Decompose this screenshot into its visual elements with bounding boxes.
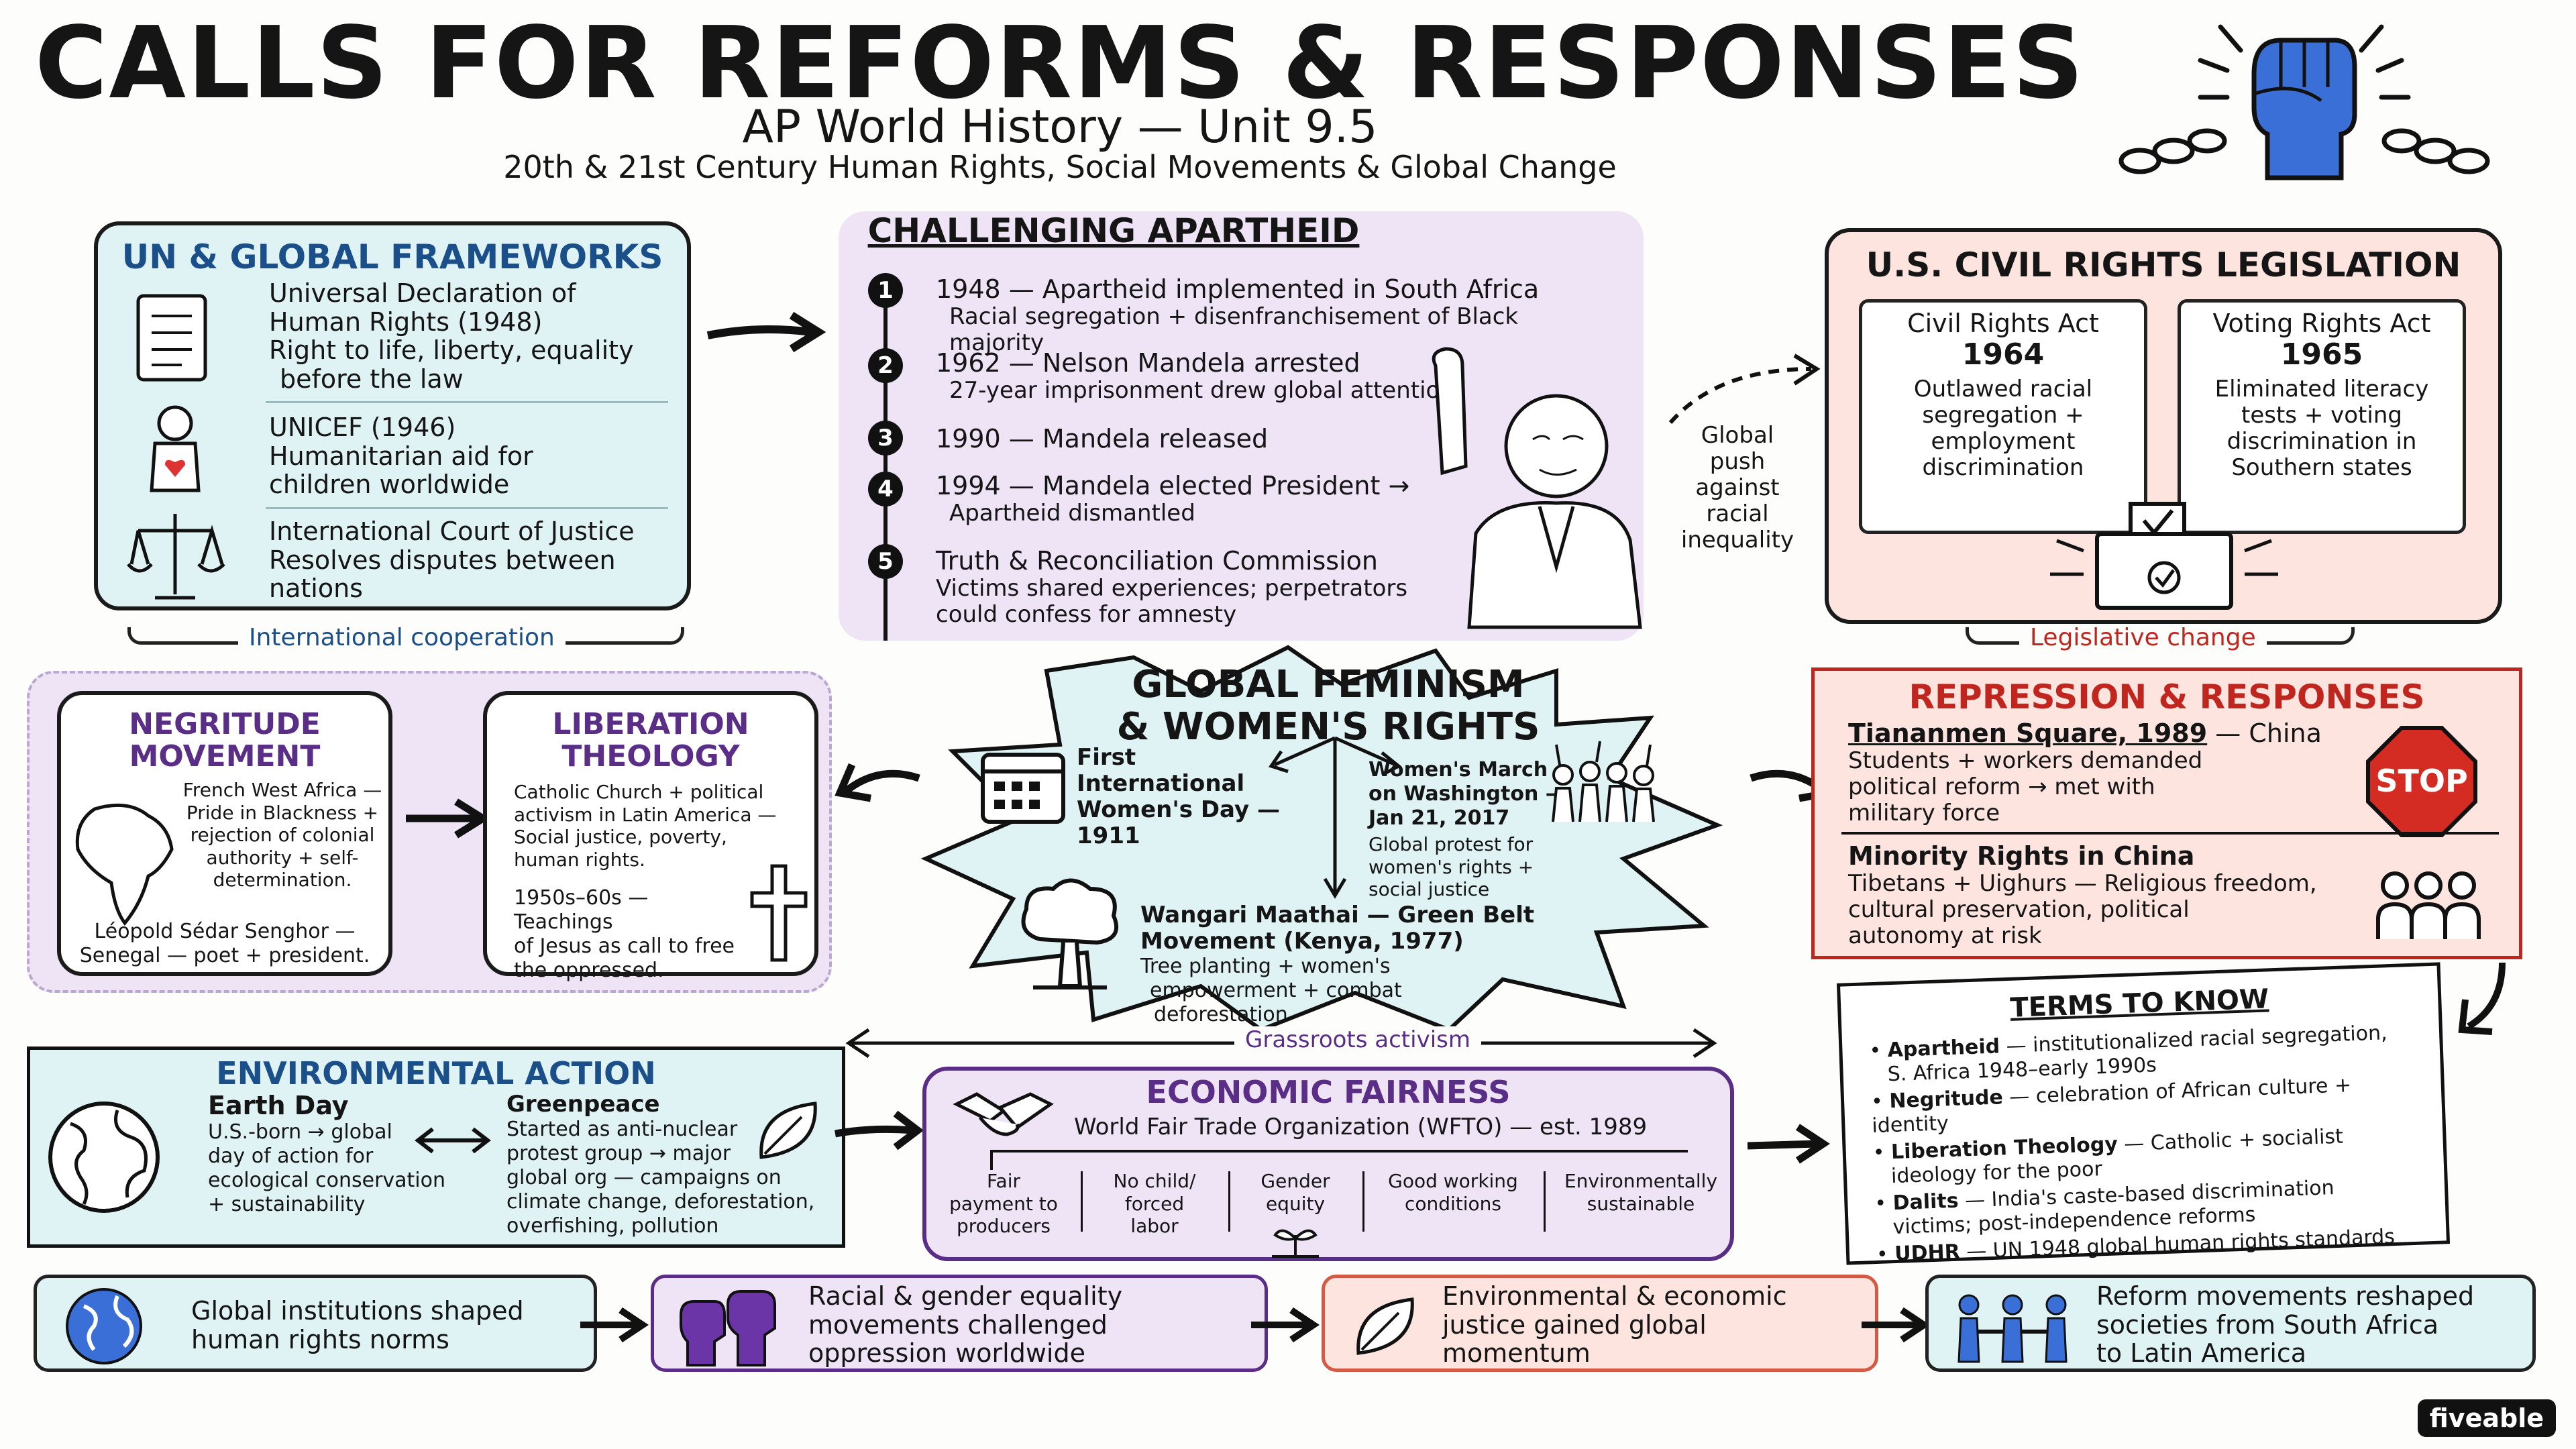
arrow-left-icon — [835, 763, 920, 802]
child-heart-icon — [150, 405, 201, 492]
africa-map-icon — [75, 803, 174, 926]
globe-icon — [66, 1288, 142, 1364]
env-title: ENVIRONMENTAL ACTION — [216, 1055, 656, 1091]
cross-icon — [750, 864, 808, 962]
protest-crowd-icon — [1552, 741, 1655, 822]
econ-title: ECONOMIC FAIRNESS — [1146, 1074, 1511, 1110]
repression-title: REPRESSION & RESPONSES — [1909, 678, 2425, 716]
calendar-icon — [981, 753, 1065, 824]
terms-title: TERMS TO KNOW — [2009, 983, 2269, 1024]
civil-rights-panel: U.S. CIVIL RIGHTS LEGISLATION Civil Righ… — [1825, 228, 2502, 624]
repression-panel: REPRESSION & RESPONSES Tiananmen Square,… — [1811, 667, 2522, 959]
stop-sign-icon: STOP — [2366, 726, 2477, 837]
terms-list: • Apartheid — institutionalized racial s… — [1868, 1021, 2396, 1267]
globe-icon — [48, 1102, 160, 1213]
mandela-portrait-icon — [1432, 347, 1642, 629]
economic-fairness-panel: ECONOMIC FAIRNESS World Fair Trade Organ… — [922, 1067, 1734, 1261]
leaf-icon — [1356, 1297, 1414, 1355]
arrow-right-icon — [1251, 1307, 1320, 1343]
arrows-split-icon — [1269, 736, 1402, 899]
scroll-document-icon — [136, 294, 207, 382]
tree-icon — [1021, 878, 1118, 989]
timeline-event-1994: 1994 — Mandela elected President →Aparth… — [936, 471, 1410, 527]
arrow-right-icon — [580, 1307, 649, 1343]
dashed-arrow-icon — [1668, 354, 1821, 424]
minority-rights-entry: Minority Rights in China Tibetans + Uigh… — [1848, 841, 2317, 949]
arrow-down-icon — [2458, 962, 2506, 1035]
timeline-number: 4 — [868, 472, 903, 506]
people-group-icon — [2376, 871, 2481, 939]
feminism-burst-shape — [920, 645, 1723, 1032]
fiveable-logo: fiveable — [2417, 1399, 2556, 1437]
civil-brace-label: Legislative change — [2019, 624, 2267, 651]
arrow-right-icon — [835, 1110, 924, 1150]
timeline-number: 1 — [868, 273, 903, 308]
page-subtitle-secondary: 20th & 21st Century Human Rights, Social… — [503, 149, 1617, 185]
un-brace-label: International cooperation — [238, 624, 566, 651]
terms-to-know-card: TERMS TO KNOW • Apartheid — institutiona… — [1836, 962, 2451, 1267]
double-arrow-icon — [415, 1127, 491, 1154]
timeline-number: 5 — [868, 544, 903, 579]
stop-sign-text: STOP — [2375, 763, 2467, 799]
scales-of-justice-icon — [127, 514, 225, 600]
apartheid-title: CHALLENGING APARTHEID — [867, 211, 1360, 250]
page-title: CALLS FOR REFORMS & RESPONSES — [34, 5, 2086, 121]
timeline-number: 3 — [868, 421, 903, 455]
arrow-right-icon — [1862, 1307, 1931, 1343]
timeline-number: 2 — [868, 348, 903, 383]
raised-fist-broken-chain-icon — [2118, 24, 2490, 180]
arrow-right-icon — [406, 798, 490, 839]
sprout-icon — [1272, 1229, 1319, 1258]
apartheid-panel: CHALLENGING APARTHEID 1 1948 — Apartheid… — [839, 211, 1644, 641]
grassroots-label: Grassroots activism — [1234, 1026, 1481, 1053]
handshake-icon — [953, 1092, 1054, 1136]
wfto-entry: World Fair Trade Organization (WFTO) — e… — [1074, 1114, 1648, 1140]
un-panel-title: UN & GLOBAL FRAMEWORKS — [121, 237, 663, 276]
un-frameworks-panel: UN & GLOBAL FRAMEWORKS Universal Declara… — [94, 221, 691, 610]
page-subtitle: AP World History — Unit 9.5 — [742, 101, 1378, 154]
arrow-right-icon — [706, 311, 826, 353]
ballot-box-icon — [2050, 502, 2278, 610]
civil-rights-title: U.S. CIVIL RIGHTS LEGISLATION — [1866, 246, 2461, 284]
tiananmen-entry: Tiananmen Square, 1989 — China Students … — [1848, 718, 2322, 826]
people-holding-hands-icon — [1957, 1294, 2068, 1363]
environmental-panel: ENVIRONMENTAL ACTION Earth Day U.S.-born… — [27, 1046, 845, 1248]
senghor-note: Léopold Sédar Senghor —Senegal — poet + … — [79, 920, 370, 967]
timeline-event-1990: 1990 — Mandela released — [936, 424, 1269, 453]
raised-fists-icon — [680, 1290, 776, 1366]
arrow-right-icon — [1747, 1124, 1831, 1164]
leaf-icon — [759, 1102, 817, 1159]
timeline-event-1948: 1948 — Apartheid implemented in South Af… — [936, 274, 1540, 356]
negritude-description: French West Africa —Pride in Blackness +… — [182, 779, 382, 892]
